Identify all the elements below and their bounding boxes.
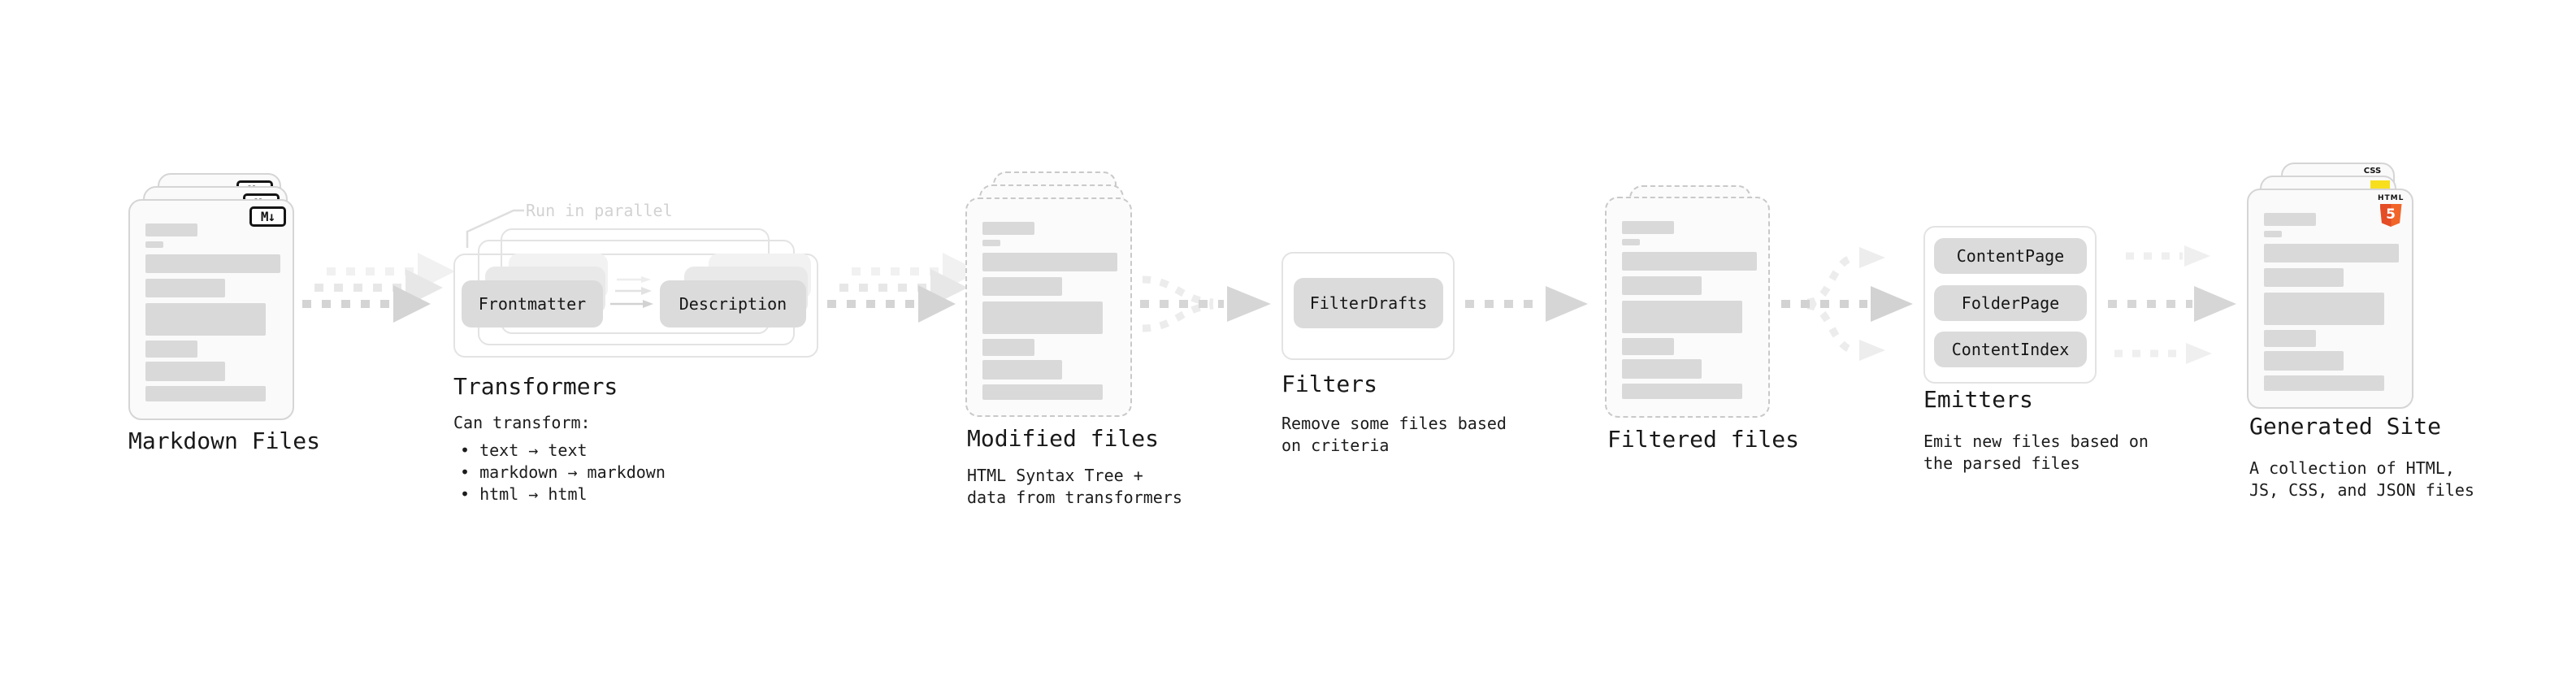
note-leader-line-icon <box>466 209 524 248</box>
arrow-markdown-to-transformers-icon <box>302 253 455 323</box>
content-line-bar <box>982 253 1117 271</box>
stage-title-modified-files: Modified files <box>967 425 1160 452</box>
chip-contentindex: ContentIndex <box>1934 332 2087 367</box>
content-line-bar <box>1622 301 1742 333</box>
chip-frontmatter: Frontmatter <box>462 280 603 327</box>
content-line-bar <box>145 254 280 273</box>
arrow-modified-to-filters-icon <box>1140 275 1271 332</box>
content-line-bar <box>982 301 1103 334</box>
transformers-bullet: • html → html <box>460 484 588 504</box>
arrow-emitters-to-generated-icon <box>2108 245 2236 364</box>
stage-title-filters: Filters <box>1281 371 1378 397</box>
generated-desc-line: A collection of HTML, <box>2249 458 2455 478</box>
generated-desc-line: JS, CSS, and JSON files <box>2249 480 2474 500</box>
content-line-bar <box>1622 221 1674 234</box>
filtered-document-front <box>1605 197 1770 418</box>
chip-flow-arrows-icon <box>610 276 653 308</box>
stage-title-transformers: Transformers <box>453 373 618 400</box>
arrow-filters-to-filtered-icon <box>1465 286 1588 322</box>
emitters-desc-line: the parsed files <box>1923 453 2080 473</box>
arrow-transformers-to-modified-icon <box>827 253 980 323</box>
content-line-bar <box>1622 384 1742 399</box>
content-line-bar <box>2264 351 2344 371</box>
content-line-bar <box>1622 359 1702 379</box>
content-line-bar <box>145 386 266 401</box>
content-line-bar <box>982 277 1062 296</box>
content-line-bar <box>145 241 163 248</box>
generated-document-html: HTML 5 <box>2247 189 2413 409</box>
content-line-bar <box>2264 375 2384 391</box>
content-line-bar <box>982 384 1103 400</box>
content-line-bar <box>2264 213 2316 226</box>
chip-filterdrafts: FilterDrafts <box>1294 278 1443 328</box>
html5-shield-icon: 5 <box>2379 204 2402 227</box>
modified-document-front <box>965 197 1132 417</box>
run-in-parallel-note: Run in parallel <box>526 201 673 220</box>
modified-desc-line: data from transformers <box>967 488 1182 507</box>
content-line-bar <box>1622 252 1757 271</box>
content-line-bar <box>1622 239 1640 245</box>
stage-title-markdown-files: Markdown Files <box>128 427 321 454</box>
stage-title-generated-site: Generated Site <box>2249 413 2442 440</box>
filters-desc-line: Remove some files based <box>1281 414 1507 433</box>
content-line-bar <box>1622 338 1674 355</box>
content-line-bar <box>2264 231 2282 237</box>
html5-logo-icon: HTML 5 <box>2378 195 2404 227</box>
stage-title-filtered-files: Filtered files <box>1607 426 1800 453</box>
transformers-bullet: • markdown → markdown <box>460 462 666 482</box>
transformers-bullet: • text → text <box>460 440 588 460</box>
content-line-bar <box>145 303 266 336</box>
chip-folderpage: FolderPage <box>1934 285 2087 321</box>
content-line-bar <box>982 222 1034 235</box>
js-badge-icon <box>2370 180 2390 191</box>
content-line-bar <box>2264 330 2316 347</box>
transformers-desc-heading: Can transform: <box>453 413 591 432</box>
content-line-bar <box>145 340 197 358</box>
modified-desc-line: HTML Syntax Tree + <box>967 466 1143 485</box>
chip-contentpage: ContentPage <box>1934 238 2087 274</box>
content-line-bar <box>145 223 197 236</box>
content-line-bar <box>2264 268 2344 287</box>
content-line-bar <box>2264 244 2399 262</box>
markdown-document-front: M↓ <box>128 199 294 420</box>
content-line-bar <box>982 240 1000 246</box>
chip-description: Description <box>660 280 806 327</box>
content-line-bar <box>1622 276 1702 295</box>
stage-title-emitters: Emitters <box>1923 386 2033 413</box>
content-line-bar <box>145 279 225 297</box>
content-line-bar <box>982 339 1034 356</box>
transformer-group-front <box>453 254 818 358</box>
markdown-icon: M↓ <box>249 206 286 227</box>
filters-desc-line: on criteria <box>1281 436 1390 455</box>
content-line-bar <box>145 362 225 381</box>
content-line-bar <box>982 360 1062 380</box>
arrow-filtered-to-emitters-icon <box>1781 247 1913 361</box>
emitters-desc-line: Emit new files based on <box>1923 432 2149 451</box>
content-line-bar <box>2264 293 2384 325</box>
